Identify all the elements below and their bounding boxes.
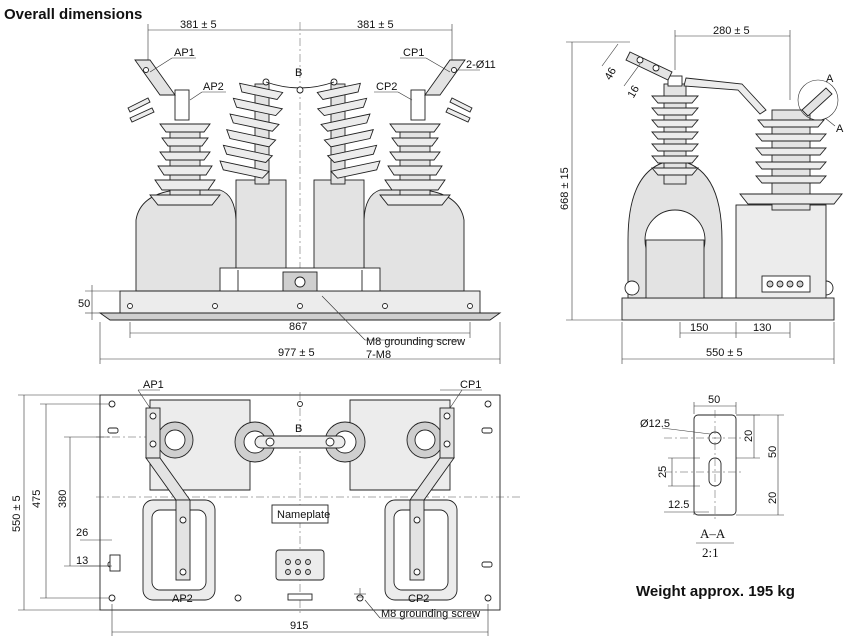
plan-label-cp2: CP2 (408, 593, 429, 605)
dim-inner: 867 (289, 321, 307, 333)
detail-dim-25: 25 (657, 466, 669, 478)
side-dim-130: 130 (753, 322, 771, 334)
plan-dim-26: 26 (76, 527, 88, 539)
front-view: 381 ± 5 381 ± 5 (78, 19, 502, 364)
detail-dim-20-a: 20 (743, 430, 755, 442)
plan-dim-475: 475 (31, 490, 43, 508)
grounding-note: M8 grounding screw (366, 336, 465, 348)
side-dim-a-detail: A (826, 73, 834, 85)
bolt-note: 7-M8 (366, 349, 391, 361)
drawing-title: Overall dimensions (4, 6, 142, 23)
weight-note: Weight approx. 195 kg (636, 583, 795, 600)
side-view: 280 ± 5 (559, 25, 844, 364)
plan-dim-height: 550 ± 5 (11, 495, 23, 532)
side-dim-16: 16 (626, 84, 643, 101)
label-cp2: CP2 (376, 81, 397, 93)
plan-dim-380: 380 (57, 490, 69, 508)
hole-note: 2-Ø11 (466, 59, 496, 71)
plan-dim-13: 13 (76, 555, 88, 567)
dim-top-left: 381 ± 5 (180, 19, 217, 31)
detail-dim-50-side: 50 (767, 446, 779, 458)
nameplate: Nameplate (277, 509, 330, 521)
label-ap1: AP1 (174, 47, 195, 59)
section-scale: 2:1 (702, 545, 719, 560)
plan-dim-width: 915 (290, 620, 308, 632)
detail-section: 50 Ø12.5 20 25 50 20 12.5 A–A 2:1 (640, 394, 784, 560)
plan-label-cp1: CP1 (460, 379, 481, 391)
plan-view: Nameplate AP1 CP1 B AP2 CP2 M8 grounding… (11, 379, 520, 636)
plan-label-ap1: AP1 (143, 379, 164, 391)
plan-label-ap2: AP2 (172, 593, 193, 605)
label-cp1: CP1 (403, 47, 424, 59)
side-dim-46: 46 (603, 66, 620, 83)
label-ap2: AP2 (203, 81, 224, 93)
label-b: B (295, 67, 302, 79)
detail-dim-12-5: 12.5 (668, 499, 689, 511)
dim-base-height: 50 (78, 298, 90, 310)
side-label-a: A (836, 123, 844, 135)
dim-overall: 977 ± 5 (278, 347, 315, 359)
detail-dim-50-top: 50 (708, 394, 720, 406)
side-dim-top: 280 ± 5 (713, 25, 750, 37)
detail-dim-20-b: 20 (767, 492, 779, 504)
plan-label-b: B (295, 423, 302, 435)
section-label: A–A (700, 526, 726, 541)
side-dim-150: 150 (690, 322, 708, 334)
dim-top-right: 381 ± 5 (357, 19, 394, 31)
plan-grounding-note: M8 grounding screw (381, 608, 480, 620)
side-dim-height: 668 ± 15 (559, 167, 571, 210)
detail-dim-hole: Ø12.5 (640, 418, 670, 430)
side-dim-width: 550 ± 5 (706, 347, 743, 359)
